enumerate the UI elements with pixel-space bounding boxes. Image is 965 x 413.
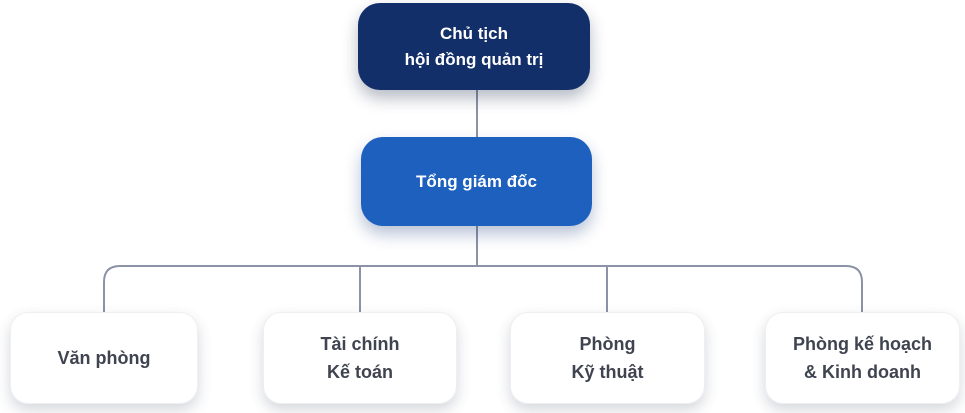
node-chairman-label: Chủ tịch hội đồng quản trị [404, 23, 544, 69]
node-technical-label: Phòng Kỹ thuật [571, 334, 644, 382]
node-finance: Tài chính Kế toán [263, 312, 457, 404]
node-planning: Phòng kế hoạch & Kinh doanh [765, 312, 960, 404]
node-office: Văn phòng [10, 312, 198, 404]
node-chairman: Chủ tịch hội đồng quản trị [358, 3, 590, 90]
node-technical: Phòng Kỹ thuật [510, 312, 705, 404]
node-planning-label: Phòng kế hoạch & Kinh doanh [792, 334, 933, 382]
node-finance-label: Tài chính Kế toán [320, 334, 400, 382]
node-ceo-label: Tổng giám đốc [416, 171, 537, 191]
connector-bracket [103, 265, 863, 313]
node-office-label: Văn phòng [57, 348, 151, 368]
node-ceo: Tổng giám đốc [361, 137, 592, 226]
